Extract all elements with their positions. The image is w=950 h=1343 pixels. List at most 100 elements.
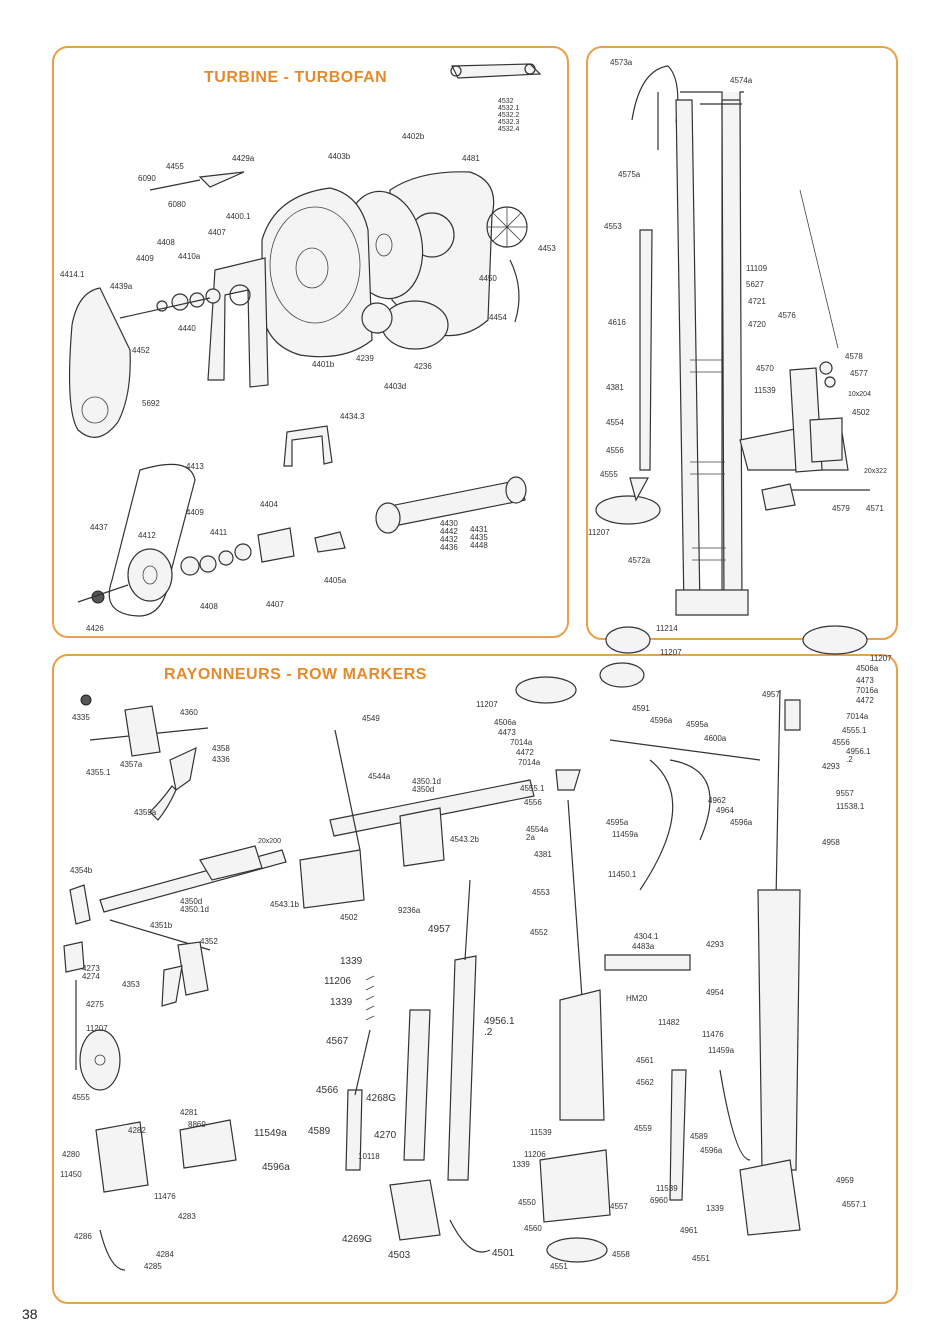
- part-label: 4589: [308, 1126, 331, 1137]
- part-label: 4440: [178, 324, 196, 333]
- part-label: 4407: [208, 228, 226, 237]
- part-label: 4473: [856, 676, 874, 685]
- part-label: 4600a: [704, 734, 727, 743]
- part-label: 4558: [612, 1250, 630, 1259]
- part-label: 4450: [479, 274, 497, 283]
- part-label: 4283: [178, 1212, 196, 1221]
- part-label: 4473: [498, 728, 516, 737]
- part-label: 4335: [72, 713, 90, 722]
- part-label: 4409: [136, 254, 154, 263]
- part-label: 11450: [60, 1170, 82, 1179]
- part-label: 4273 4274: [82, 964, 100, 981]
- part-label: 4269G: [342, 1234, 373, 1245]
- part-label: 4561: [636, 1056, 654, 1065]
- part-label: 11207: [86, 1024, 108, 1033]
- part-label: 4434.3: [340, 412, 365, 421]
- part-label: 4964: [716, 806, 734, 815]
- part-label: 4431 4435 4448: [470, 525, 488, 550]
- part-label: 4554: [606, 418, 624, 427]
- part-label: 4414.1: [60, 270, 85, 279]
- part-label: 1339: [706, 1204, 724, 1213]
- part-label: 4556: [606, 446, 624, 455]
- part-label: 4503: [388, 1250, 411, 1261]
- part-label: 7014a: [518, 758, 541, 767]
- part-label: 20x322: [864, 468, 887, 475]
- part-label: 4481: [462, 154, 480, 163]
- part-label: 4352: [200, 937, 218, 946]
- part-label: 4239: [356, 354, 374, 363]
- part-label: 4472: [856, 696, 874, 705]
- part-label: 11207: [476, 700, 498, 709]
- part-label: 4453: [538, 244, 556, 253]
- part-label: 4956.1 .2: [484, 1016, 515, 1038]
- part-label: 4959: [836, 1176, 854, 1185]
- part-label: 11476: [154, 1192, 176, 1201]
- part-label: 4284: [156, 1250, 174, 1259]
- page-number: 38: [22, 1306, 38, 1322]
- part-label: 4412: [138, 531, 156, 540]
- part-label: 10x204: [848, 391, 871, 398]
- part-label: 7014a: [510, 738, 533, 747]
- part-label: 4354b: [70, 866, 93, 875]
- part-label: 4544a: [368, 772, 391, 781]
- part-label: 4236: [414, 362, 432, 371]
- part-label: 4591: [632, 704, 650, 713]
- part-label: 4403d: [384, 382, 407, 391]
- part-label: 11549a: [254, 1128, 287, 1139]
- part-label: 11476: [702, 1030, 724, 1039]
- part-label: 4402b: [402, 132, 425, 141]
- part-label: 9236a: [398, 906, 421, 915]
- part-label: 4275: [86, 1000, 104, 1009]
- part-label: 7016a: [856, 686, 879, 695]
- part-label: 4567: [326, 1036, 349, 1047]
- part-label: 4557.1: [842, 1200, 867, 1209]
- part-label: 11450.1: [608, 870, 637, 879]
- part-label: 20x200: [258, 838, 281, 845]
- part-label: 4957: [762, 690, 780, 699]
- part-label: 4430 4442 4432 4436: [440, 519, 458, 552]
- part-label: 4410a: [178, 252, 201, 261]
- part-label: 4543.1b: [270, 900, 299, 909]
- part-label: 4452: [132, 346, 150, 355]
- part-label: 4293: [822, 762, 840, 771]
- part-label: 1339: [330, 997, 353, 1008]
- part-label: 4408: [200, 602, 218, 611]
- part-label: 4555: [72, 1093, 90, 1102]
- part-label: 4721: [748, 297, 766, 306]
- part-label: 4579: [832, 504, 850, 513]
- part-label: 4501: [492, 1248, 515, 1259]
- part-label: 4409: [186, 508, 204, 517]
- part-label: 4596a: [730, 818, 753, 827]
- part-label: 11207: [870, 654, 892, 663]
- part-label: 4596a: [700, 1146, 723, 1155]
- part-label: 4571: [866, 504, 884, 513]
- part-label: 4962: [708, 796, 726, 805]
- part-label: 4954: [706, 988, 724, 997]
- turbine-drawing: [68, 63, 542, 617]
- part-label: 4961: [680, 1226, 698, 1235]
- part-label: 11109: [746, 264, 768, 273]
- row-markers-title: RAYONNEURS - ROW MARKERS: [164, 666, 427, 683]
- part-label: 4578: [845, 352, 863, 361]
- part-label: HM20: [626, 994, 648, 1003]
- part-label: 4596a: [262, 1162, 290, 1173]
- part-label: 4411: [210, 528, 228, 537]
- part-label: 4405a: [324, 576, 347, 585]
- part-label: 4455: [166, 162, 184, 171]
- part-label: 4336: [212, 755, 230, 764]
- part-label: 4429a: [232, 154, 255, 163]
- part-label: 4556: [524, 798, 542, 807]
- frame-drawing: [595, 65, 870, 616]
- part-label: 4426: [86, 624, 104, 633]
- part-label: 1339: [340, 956, 363, 967]
- part-label: 4268G: [366, 1093, 397, 1104]
- part-label: 4551: [550, 1262, 568, 1271]
- part-label: 9557: [836, 789, 854, 798]
- part-label: 4357a: [120, 760, 143, 769]
- part-label: 11206: [524, 1150, 546, 1159]
- part-label: 4575a: [618, 170, 641, 179]
- part-label: 4502: [852, 408, 870, 417]
- part-label: 4559: [634, 1124, 652, 1133]
- part-label: 4957: [428, 924, 451, 935]
- part-label: 4555.1: [842, 726, 867, 735]
